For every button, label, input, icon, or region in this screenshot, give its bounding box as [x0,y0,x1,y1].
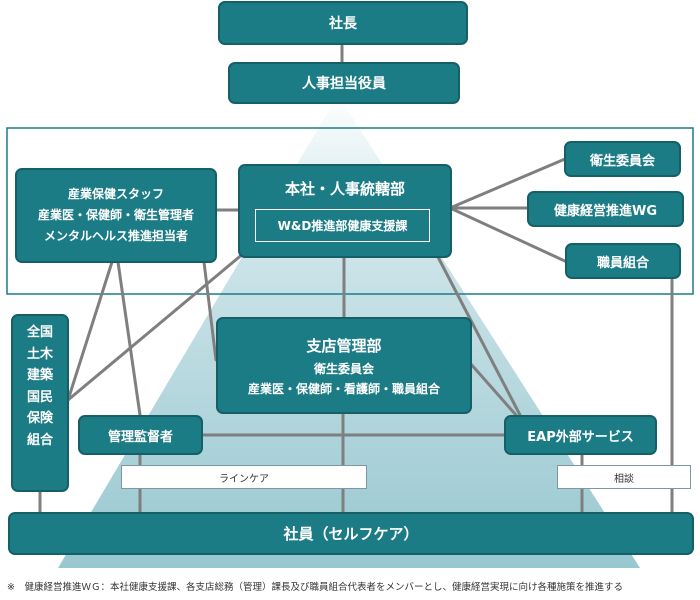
insurance-line-4: 国民 [26,389,53,405]
hr-officer-label: 人事担当役員 [302,76,386,92]
health-committee-box: 衛生委員会 [564,141,681,177]
insurance-line-6: 組合 [26,432,53,448]
line-care-bar: ラインケア [121,465,367,489]
branch-box: 支店管理部 衛生委員会 産業医・保健師・看護師・職員組合 [216,317,472,414]
employees-label: 社員（セルフケア） [283,525,419,543]
union-box: 職員組合 [565,243,681,279]
branch-line2: 産業医・保健師・看護師・職員組合 [247,381,440,396]
health-staff-box: 産業保健スタッフ 産業医・保健師・衛生管理者 メンタルヘルス推進担当者 [15,168,217,263]
union-label: 職員組合 [596,255,649,271]
hq-box: 本社・人事統轄部 [238,164,452,258]
hq-section-label: W&D推進部健康支援課 [277,219,408,233]
hq-frame [6,127,694,295]
president-box: 社長 [218,1,468,45]
employees-box: 社員（セルフケア） [8,512,694,555]
insurance-line-2: 土木 [26,346,53,362]
wg-label: 健康経営推進WG [553,203,657,219]
insurance-line-3: 建築 [26,368,53,383]
health-staff-title: 産業保健スタッフ [67,187,164,201]
health-committee-label: 衛生委員会 [589,153,655,169]
health-staff-line2: メンタルヘルス推進担当者 [43,229,188,243]
insurance-line-5: 保険 [26,411,53,426]
managers-label: 管理監督者 [107,429,173,445]
consultation-bar: 相談 [557,465,691,489]
line-care-label: ラインケア [219,473,269,485]
insurance-box: 全国 土木 建築 国民 保険 組合 [11,314,69,492]
hq-section-box: W&D推進部健康支援課 [255,209,430,242]
president-label: 社長 [329,16,357,32]
consultation-label: 相談 [614,473,634,485]
footnote: ※ 健康経営推進ＷＧ：本社健康支援課、各支店総務（管理）課長及び職員組合代表者を… [7,582,623,593]
hr-officer-box: 人事担当役員 [228,62,460,104]
managers-box: 管理監督者 [78,415,203,455]
eap-box: EAP外部サービス [504,415,657,455]
branch-line1: 衛生委員会 [313,361,374,376]
health-staff-line1: 産業医・保健師・衛生管理者 [37,208,194,222]
wg-box: 健康経営推進WG [527,191,684,227]
insurance-line-1: 全国 [26,325,53,340]
hq-title: 本社・人事統轄部 [284,180,405,198]
eap-label: EAP外部サービス [527,429,634,445]
branch-title: 支店管理部 [306,336,382,355]
